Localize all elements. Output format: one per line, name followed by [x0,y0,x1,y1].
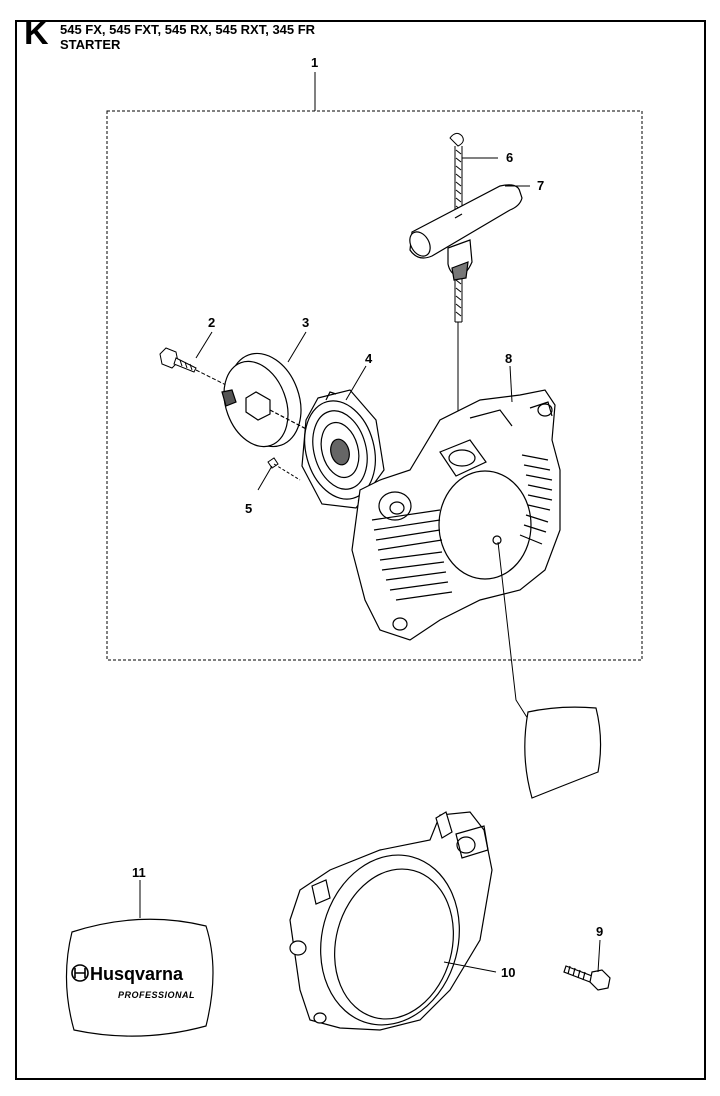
assembly-group-box [106,110,643,661]
part-11-brand-decal [65,880,214,1037]
decal-blank [524,706,602,799]
leader-10 [443,961,497,973]
logo-brand: Husqvarna [90,964,184,984]
leader-5 [257,465,273,491]
leader-8 [509,365,513,403]
assembly-title: STARTER [60,37,121,52]
callout-10: 10 [501,965,516,980]
part-5-small-screw [267,457,301,481]
callout-11: 11 [132,865,146,880]
callout-5: 5 [245,501,253,516]
callout-1: 1 [311,55,319,70]
husqvarna-logo-icon [71,964,89,982]
part-9-bolt [563,965,611,991]
callout-6: 6 [506,150,514,165]
leader-4 [345,365,367,401]
leader-3 [287,331,307,363]
model-list: 545 FX, 545 FXT, 545 RX, 545 RXT, 345 FR [60,22,316,37]
part-3-starter-pulley [221,352,313,448]
part-10-air-guide [289,811,493,1031]
callout-2: 2 [208,315,216,330]
leader-2 [195,331,213,359]
page-frame [15,20,706,1080]
logo-line: PROFESSIONAL [118,990,195,1000]
callout-4: 4 [365,351,373,366]
part-8-starter-housing [351,389,561,641]
section-letter: K [24,14,49,52]
leader-9 [597,939,601,973]
callout-9: 9 [596,924,604,939]
part-4-recoil-spring [301,389,385,513]
callout-8: 8 [505,351,513,366]
callout-7: 7 [537,178,545,193]
part-7-starter-handle [409,184,523,281]
callout-3: 3 [302,315,310,330]
